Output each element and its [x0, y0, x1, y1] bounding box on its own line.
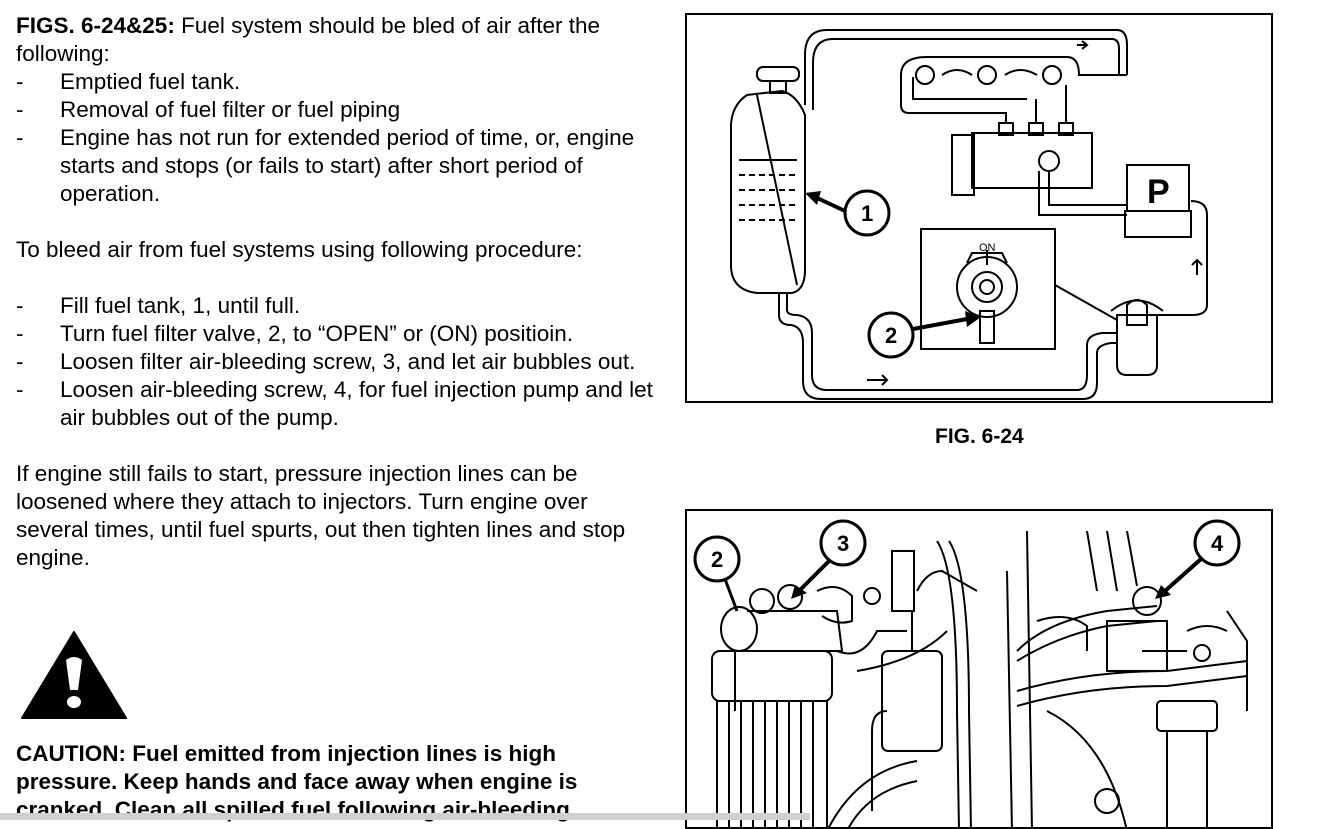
- callout-4: 4: [1155, 519, 1241, 599]
- svg-text:1: 1: [861, 201, 873, 226]
- svg-text:4: 4: [1211, 531, 1224, 556]
- caution-text: CAUTION: Fuel emitted from injection lin…: [16, 741, 578, 822]
- callout-1: 1: [805, 189, 891, 237]
- valve-on-label: ON: [979, 242, 996, 254]
- svg-text:2: 2: [885, 323, 897, 348]
- callout-3: 3: [791, 519, 867, 599]
- list-item: -Loosen air-bleeding screw, 4, for fuel …: [16, 377, 653, 430]
- figure-caption: FIG. 6-24: [935, 425, 1024, 448]
- fuel-system-diagram: P ON 1 2: [685, 13, 1273, 403]
- procedure-intro: To bleed air from fuel systems using fol…: [16, 237, 583, 262]
- figure-reference: FIGS. 6-24&25:: [16, 13, 175, 38]
- intro-paragraph: FIGS. 6-24&25: Fuel system should be ble…: [16, 12, 666, 68]
- list-item: -Removal of fuel filter or fuel piping: [16, 97, 401, 122]
- warning-icon: [21, 631, 127, 719]
- conditions-list: -Emptied fuel tank. -Removal of fuel fil…: [16, 68, 666, 208]
- instructions-column: FIGS. 6-24&25: Fuel system should be ble…: [16, 12, 666, 572]
- svg-text:2: 2: [711, 547, 723, 572]
- scrollbar-track[interactable]: [0, 813, 810, 820]
- callout-2: 2: [693, 535, 741, 612]
- list-item: -Loosen filter air-bleeding screw, 3, an…: [16, 349, 636, 374]
- list-item: -Turn fuel filter valve, 2, to “OPEN” or…: [16, 321, 574, 346]
- callout-2: 2: [867, 311, 981, 359]
- followup-paragraph: If engine still fails to start, pressure…: [16, 461, 626, 570]
- list-item: -Engine has not run for extended period …: [16, 125, 635, 206]
- pump-label: P: [1147, 173, 1170, 211]
- list-item: -Emptied fuel tank.: [16, 69, 241, 94]
- list-item: -Fill fuel tank, 1, until full.: [16, 293, 301, 318]
- procedure-steps: -Fill fuel tank, 1, until full. -Turn fu…: [16, 292, 666, 432]
- svg-text:3: 3: [837, 531, 849, 556]
- intro-text: Fuel system should be bled of air after …: [16, 13, 601, 66]
- fuel-filter-photo: 2 3 4: [685, 509, 1273, 829]
